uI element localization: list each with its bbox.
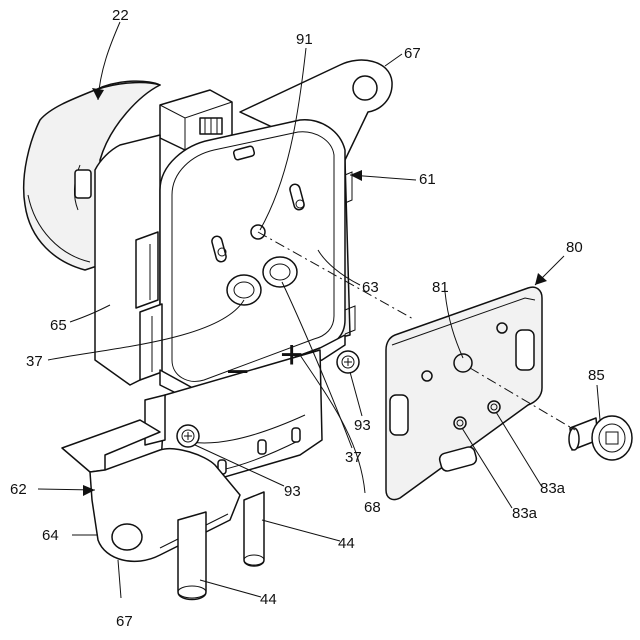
ref-68: 68: [364, 499, 381, 516]
ref-62: 62: [10, 481, 27, 498]
screw-85: [569, 416, 632, 460]
ref-44-right: 44: [338, 535, 355, 552]
ref-93-left: 93: [284, 483, 301, 500]
ref-81: 81: [432, 279, 449, 296]
ref-37-left: 37: [26, 353, 43, 370]
plus-symbol: +: [280, 333, 303, 377]
ref-83a-bottom: 83a: [512, 505, 538, 522]
detached-plate: [386, 287, 542, 499]
ref-83a-right: 83a: [540, 480, 566, 497]
ref-67-top: 67: [404, 45, 421, 62]
ref-93-right: 93: [354, 417, 371, 434]
ref-67-bottom: 67: [116, 613, 133, 630]
ref-91: 91: [296, 31, 313, 48]
ref-22: 22: [112, 7, 129, 24]
ref-63: 63: [362, 279, 379, 296]
ref-64: 64: [42, 527, 59, 544]
ref-85: 85: [588, 367, 605, 384]
ref-44-bottom: 44: [260, 591, 277, 608]
ref-80: 80: [566, 239, 583, 256]
ref-61: 61: [419, 171, 436, 188]
ref-37-right: 37: [345, 449, 362, 466]
minus-symbol: −: [226, 350, 249, 394]
ref-65: 65: [50, 317, 67, 334]
